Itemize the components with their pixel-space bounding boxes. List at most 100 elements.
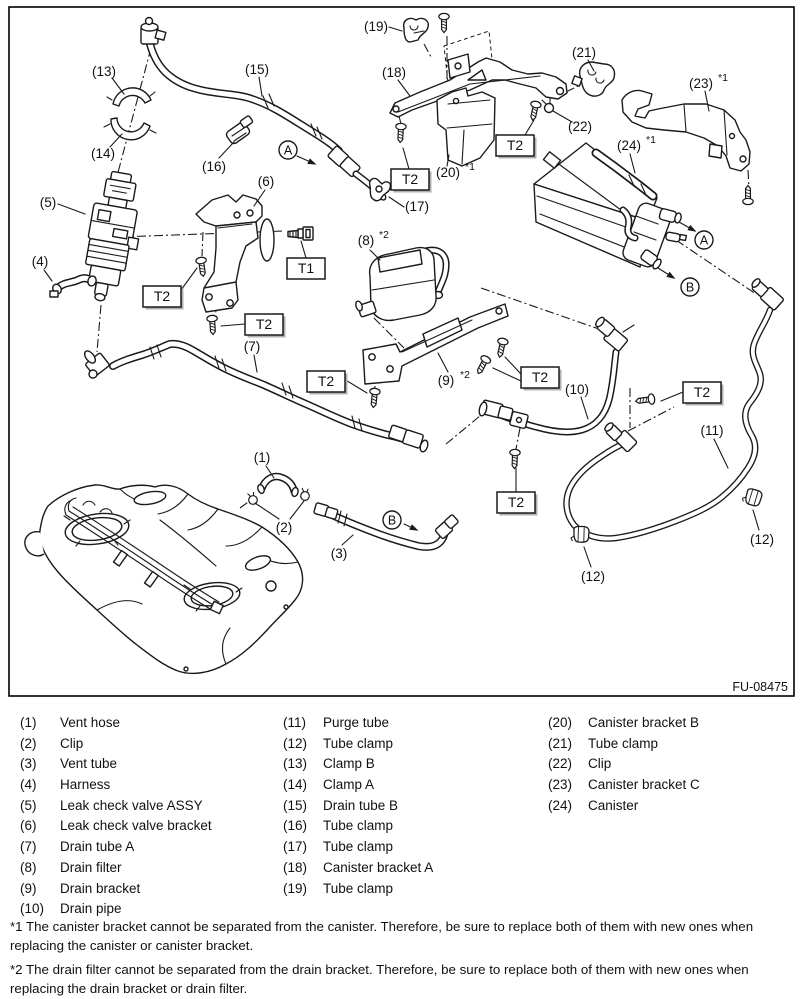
torque-label-t2: T2 xyxy=(318,373,335,389)
torque-label-t2: T2 xyxy=(694,384,711,400)
legend-num: (12) xyxy=(283,735,308,751)
callout-24: (24) xyxy=(617,138,641,153)
legend-label: Drain tube B xyxy=(323,797,399,813)
legend-num: (20) xyxy=(548,715,573,730)
torque-box-t2-6: T2 xyxy=(520,366,562,391)
legend-item: (13) Clamp B xyxy=(283,754,433,775)
legend-label: Tube clamp xyxy=(323,818,394,834)
purge-tube xyxy=(563,278,784,542)
ref-a-right: A xyxy=(694,230,714,250)
legend-num: (14) xyxy=(283,777,308,793)
torque-box-t2-4: T2 xyxy=(495,134,537,159)
callout-16: (16) xyxy=(202,159,226,174)
torque-label-t2: T2 xyxy=(256,316,273,332)
legend-item: (7)Drain tube A xyxy=(20,837,212,858)
callout-8-sup: *2 xyxy=(379,229,389,241)
callout-6: (6) xyxy=(258,174,275,189)
legend-label: Drain filter xyxy=(60,859,122,875)
legend-item: (1) Vent hose xyxy=(20,713,212,734)
callout-9-sup: *2 xyxy=(460,369,470,381)
legend-num: (16) xyxy=(283,818,308,834)
legend-label: Leak check valve ASSY xyxy=(60,797,203,813)
callout-24-sup: *1 xyxy=(646,134,656,146)
legend-num: (23) xyxy=(548,777,573,793)
torque-box-t2-2: T2 xyxy=(244,313,286,338)
legend-item: (15)Drain tube B xyxy=(283,796,433,817)
canister xyxy=(533,142,688,270)
torque-boxes: T1 T2 T2 T2 T2 T2 T2 xyxy=(142,134,724,516)
callout-12-left: (12) xyxy=(581,569,605,584)
legend-label: Clamp B xyxy=(323,756,375,772)
callout-9: (9) xyxy=(438,373,455,388)
legend-num: (1) xyxy=(20,715,37,730)
callout-23: (23) xyxy=(689,76,713,91)
legend-item: (16) Tube clamp xyxy=(283,816,433,837)
legend-column-2: (11)Purge tube (12) Tube clamp (13) Clamp … xyxy=(283,713,433,899)
drain-pipe xyxy=(478,316,635,436)
legend-num: (24) xyxy=(548,797,573,813)
torque-label-t2: T2 xyxy=(402,171,419,187)
legend-column-3: (20)Canister bracket B (21)Tube clamp (2… xyxy=(548,713,700,816)
legend-label: Vent hose xyxy=(60,715,121,730)
legend-item: (19) Tube clamp xyxy=(283,879,433,900)
legend-num: (6) xyxy=(20,818,37,834)
legend-item: (14)Clamp A xyxy=(283,775,433,796)
legend-num: (17) xyxy=(283,839,308,855)
legend-label: Leak check valve bracket xyxy=(60,818,212,834)
legend-column-1: (1) Vent hose (2)Clip (3)Vent tube (4)Har… xyxy=(20,713,212,920)
legend-num: (13) xyxy=(283,756,308,772)
legend-item: (11)Purge tube xyxy=(283,713,433,734)
callout-12-right: (12) xyxy=(750,532,774,547)
ref-b-bottom: B xyxy=(382,510,402,530)
drain-pipe-connector-top xyxy=(595,316,635,352)
legend-item: (2)Clip xyxy=(20,734,212,755)
legend-num: (8) xyxy=(20,859,37,875)
legend-item: (4)Harness xyxy=(20,775,212,796)
legend-label: Canister bracket C xyxy=(588,777,700,793)
legend-label: Canister bracket A xyxy=(323,859,434,875)
canister-bracket-a xyxy=(389,53,568,118)
tube-clamp-17 xyxy=(368,177,392,202)
callout-23-sup: *1 xyxy=(718,72,728,84)
legend-label: Vent tube xyxy=(60,756,118,772)
callout-20: (20) xyxy=(436,165,460,180)
legend-item: (17)Tube clamp xyxy=(283,837,433,858)
callout-labels: (13) (14) (15) (16) (5) (6) (4) (19) (18… xyxy=(32,19,774,584)
legend-label: Tube clamp xyxy=(323,880,394,896)
legend-item: (3)Vent tube xyxy=(20,754,212,775)
leak-check-valve-assy xyxy=(85,170,140,302)
tube-clamp-21 xyxy=(571,61,616,97)
purge-tube-connector-top xyxy=(751,278,784,311)
legend-num: (21) xyxy=(548,735,573,751)
legend-label: Canister xyxy=(588,797,639,813)
drain-tube-a xyxy=(83,339,429,453)
fuel-pipes xyxy=(64,497,224,615)
drain-bracket xyxy=(362,303,509,385)
callout-11: (11) xyxy=(700,423,723,438)
bolt-t1-icon xyxy=(287,226,314,241)
legend-item: (5) Leak check valve ASSY xyxy=(20,796,212,817)
torque-box-t2-7: T2 xyxy=(682,381,724,406)
legend-item: (22)Clip xyxy=(548,754,700,775)
vent-hose xyxy=(257,472,299,498)
parts-diagram: (13) (14) (15) (16) (5) (6) (4) (19) (18… xyxy=(8,6,795,697)
callout-22: (22) xyxy=(568,119,592,134)
callout-1: (1) xyxy=(254,450,271,465)
legend-item: (23) Canister bracket C xyxy=(548,775,700,796)
legend-num: (19) xyxy=(283,880,308,896)
clamp-a-14 xyxy=(103,117,157,141)
callout-10: (10) xyxy=(565,382,589,397)
drain-tube-b-elbow-top xyxy=(140,16,167,45)
ref-letter-b: B xyxy=(388,514,396,528)
legend-label: Drain pipe xyxy=(60,901,122,917)
legend-item: (24) Canister xyxy=(548,796,700,817)
callout-4: (4) xyxy=(32,254,49,269)
fuel-tank xyxy=(24,484,304,675)
footnote-2: *2 The drain filter cannot be separated … xyxy=(10,962,749,996)
legend-num: (5) xyxy=(20,797,37,813)
callout-15: (15) xyxy=(245,62,269,77)
legend-num: (22) xyxy=(548,756,573,772)
drain-filter xyxy=(355,246,450,322)
torque-box-t2-8: T2 xyxy=(496,491,538,516)
